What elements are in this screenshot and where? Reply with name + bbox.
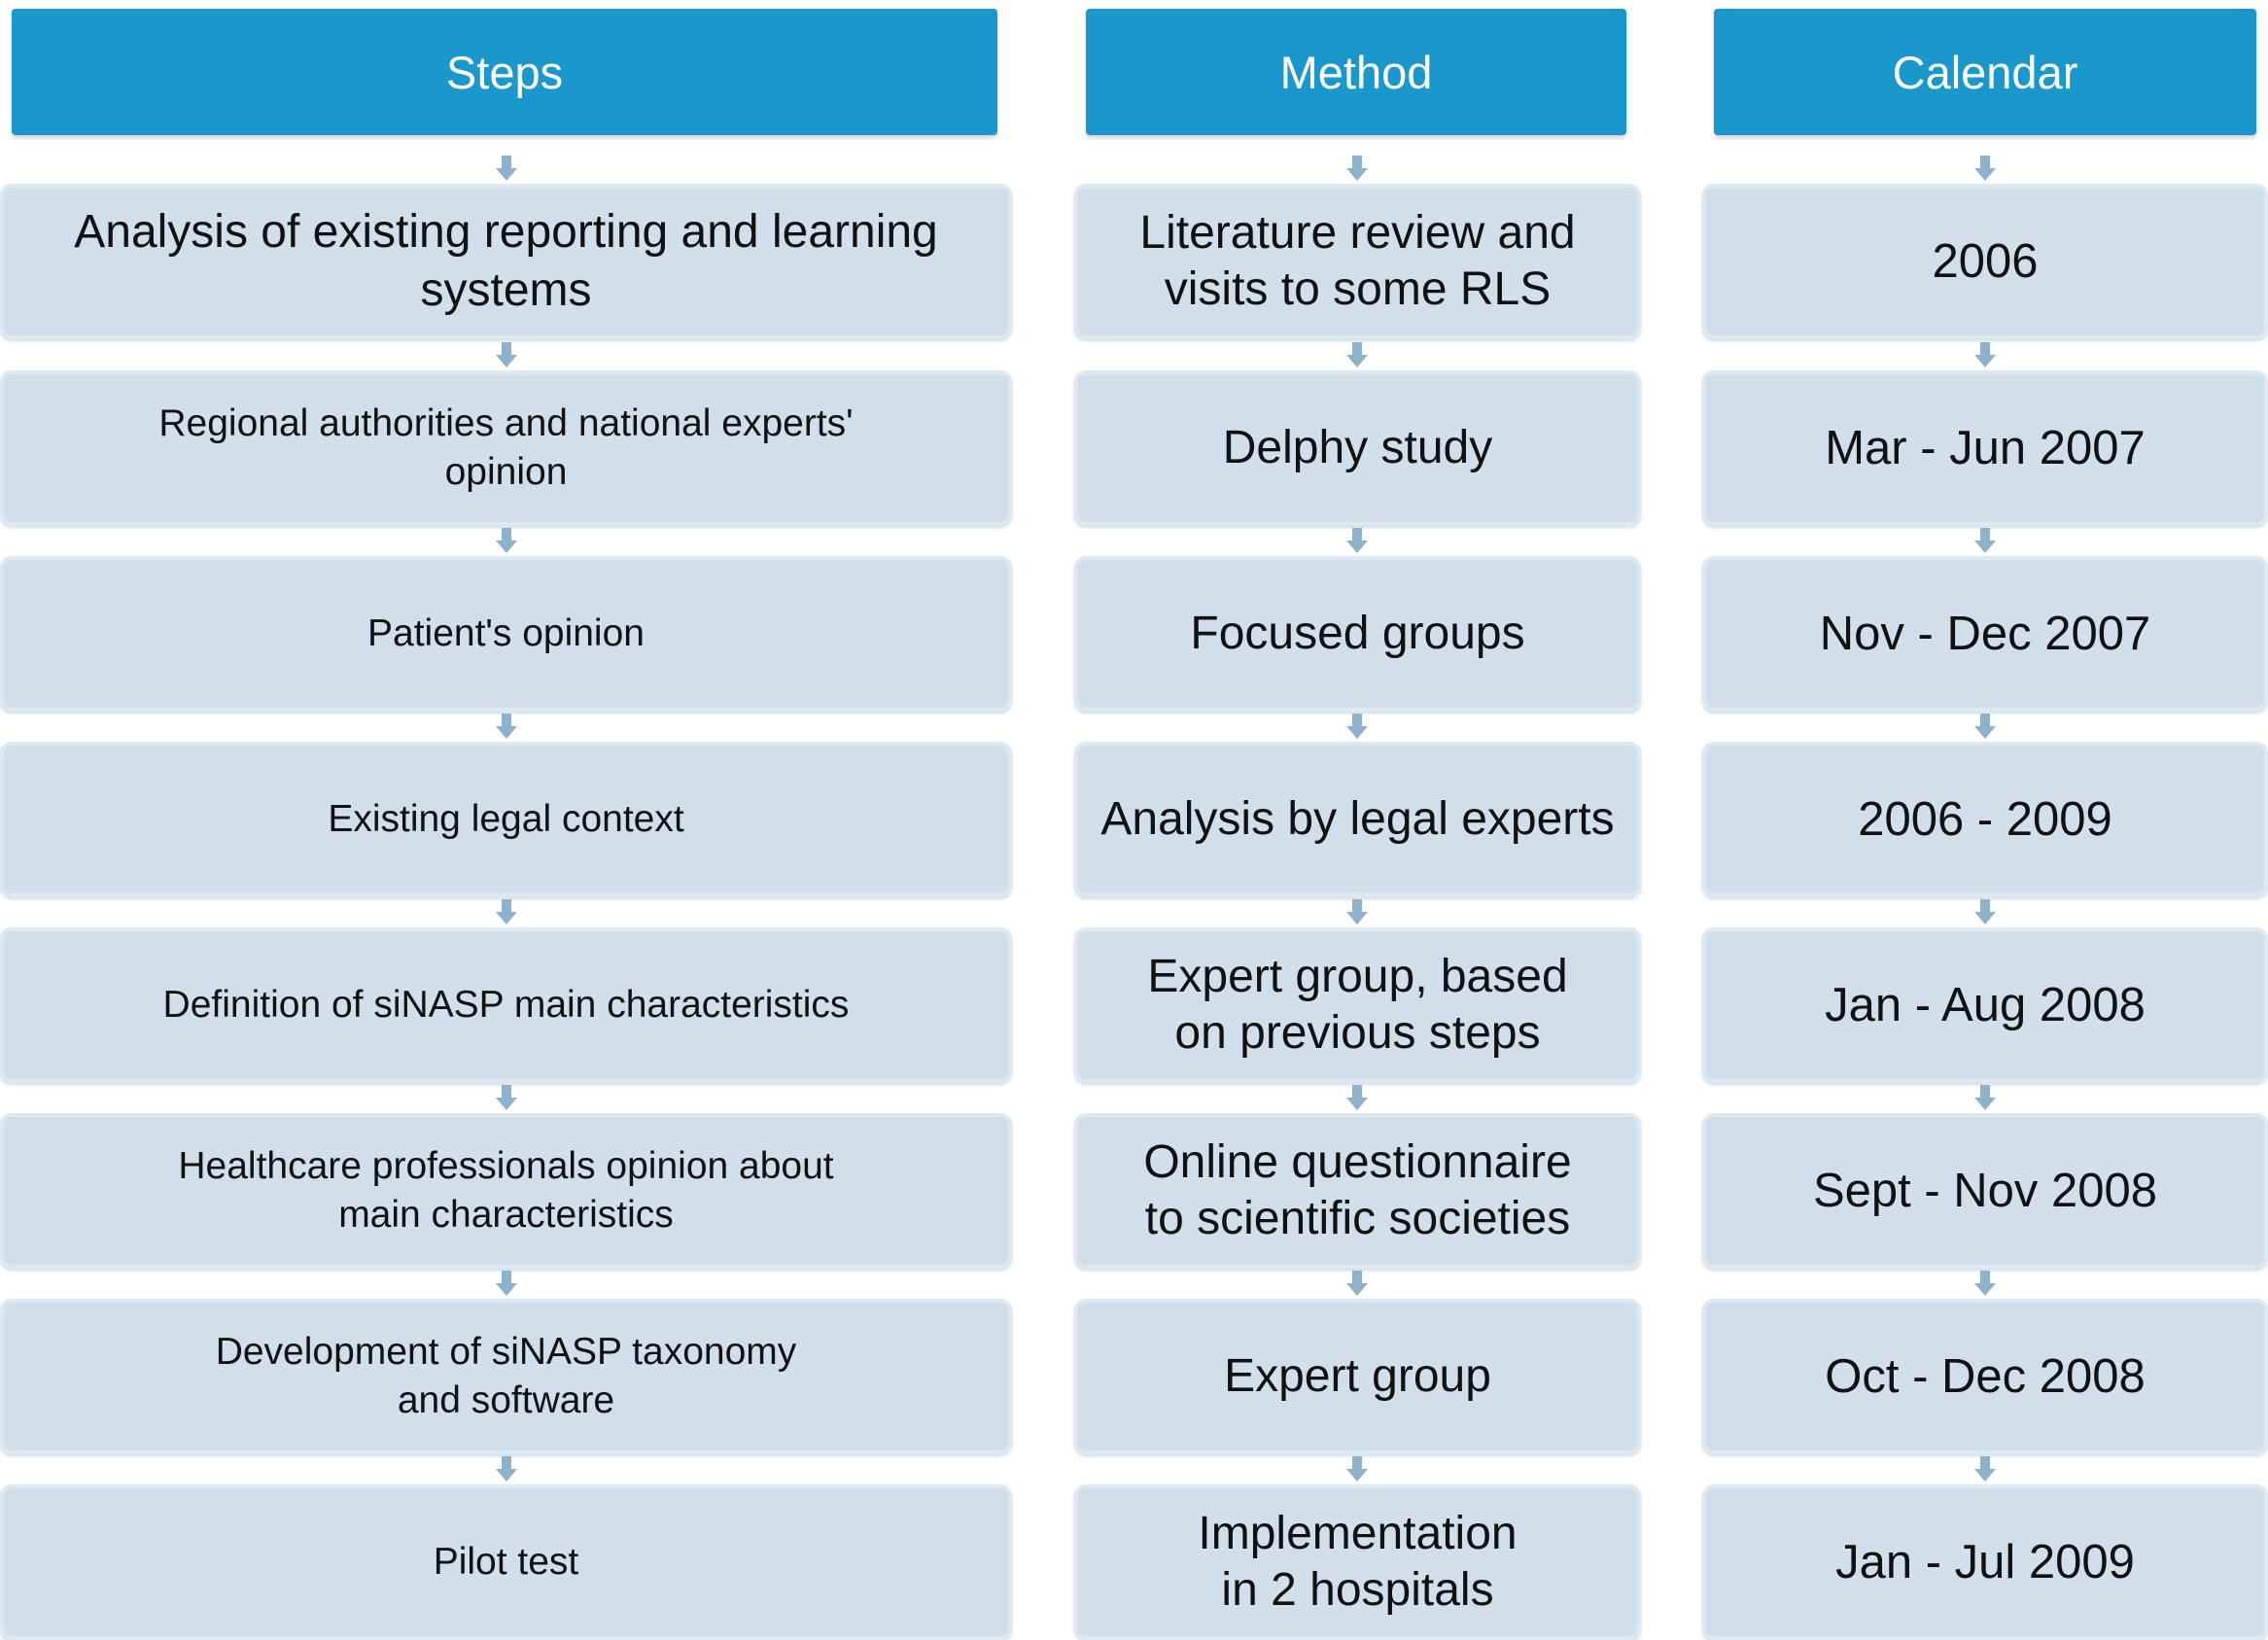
calendar-header: Calendar <box>1714 9 2256 135</box>
method-label: Focused groups <box>1190 608 1525 659</box>
down-arrow-icon <box>1974 1271 1996 1298</box>
down-arrow-icon <box>496 899 517 926</box>
method-box: Analysis by legal experts <box>1074 742 1641 897</box>
calendar-header-label: Calendar <box>1892 46 2078 98</box>
down-arrow-icon <box>1974 1456 1996 1483</box>
calendar-box: Mar - Jun 2007 <box>1702 370 2268 526</box>
down-arrow-icon <box>496 1271 517 1298</box>
step-box: Pilot test <box>0 1484 1012 1640</box>
step-label: Regional authorities and national expert… <box>158 402 854 493</box>
method-box: Delphy study <box>1074 370 1641 526</box>
calendar-label: Oct - Dec 2008 <box>1825 1350 2146 1403</box>
step-box: Definition of siNASP main characteristic… <box>0 927 1012 1083</box>
step-label: Analysis of existing reporting and learn… <box>74 206 938 316</box>
method-label: Online questionnaire to scientific socie… <box>1143 1136 1572 1244</box>
down-arrow-icon <box>496 156 517 183</box>
step-box: Development of siNASP taxonomy and softw… <box>0 1299 1012 1454</box>
down-arrow-icon <box>496 714 517 741</box>
steps-header-label: Steps <box>445 46 564 98</box>
step-label: Development of siNASP taxonomy and softw… <box>215 1331 797 1421</box>
calendar-label: 2006 <box>1932 235 2039 288</box>
calendar-label: 2006 - 2009 <box>1858 793 2112 846</box>
calendar-box: Oct - Dec 2008 <box>1702 1299 2268 1454</box>
method-box: Literature review and visits to some RLS <box>1074 184 1641 339</box>
down-arrow-icon <box>1346 342 1368 369</box>
method-label: Delphy study <box>1222 422 1493 473</box>
method-header-label: Method <box>1279 46 1433 98</box>
step-box: Analysis of existing reporting and learn… <box>0 184 1012 339</box>
method-box: Focused groups <box>1074 556 1641 712</box>
down-arrow-icon <box>1974 342 1996 369</box>
steps-header: Steps <box>12 9 997 135</box>
method-column: Method Literature review and visits to s… <box>1074 0 1641 1640</box>
method-label: Analysis by legal experts <box>1100 793 1615 845</box>
calendar-label: Sept - Nov 2008 <box>1812 1165 2158 1217</box>
step-label: Definition of siNASP main characteristic… <box>162 984 850 1026</box>
down-arrow-icon <box>496 342 517 369</box>
method-label: Implementation in 2 hospitals <box>1198 1508 1518 1616</box>
method-box: Expert group <box>1074 1299 1641 1454</box>
down-arrow-icon <box>1346 714 1368 741</box>
step-label: Pilot test <box>433 1541 579 1583</box>
calendar-label: Nov - Dec 2007 <box>1819 608 2151 660</box>
step-box: Existing legal context <box>0 742 1012 897</box>
down-arrow-icon <box>1346 1085 1368 1112</box>
down-arrow-icon <box>1346 1271 1368 1298</box>
calendar-box: 2006 - 2009 <box>1702 742 2268 897</box>
down-arrow-icon <box>1346 156 1368 183</box>
down-arrow-icon <box>496 528 517 555</box>
method-box: Implementation in 2 hospitals <box>1074 1484 1641 1640</box>
steps-column: Steps Analysis of existing reporting and… <box>0 0 1012 1640</box>
step-label: Existing legal context <box>328 798 684 840</box>
step-box: Patient's opinion <box>0 556 1012 712</box>
method-header: Method <box>1086 9 1626 135</box>
calendar-box: Jan - Jul 2009 <box>1702 1484 2268 1640</box>
calendar-label: Jan - Aug 2008 <box>1825 979 2146 1031</box>
down-arrow-icon <box>1346 1456 1368 1483</box>
calendar-column: Calendar 2006 Mar - Jun 2007 Nov - Dec 2… <box>1702 0 2268 1640</box>
step-label: Healthcare professionals opinion about m… <box>178 1145 834 1236</box>
step-label: Patient's opinion <box>367 612 645 654</box>
step-box: Regional authorities and national expert… <box>0 370 1012 526</box>
calendar-label: Mar - Jun 2007 <box>1825 422 2146 474</box>
down-arrow-icon <box>1974 714 1996 741</box>
calendar-box: Sept - Nov 2008 <box>1702 1113 2268 1269</box>
step-box: Healthcare professionals opinion about m… <box>0 1113 1012 1269</box>
down-arrow-icon <box>496 1456 517 1483</box>
calendar-box: Jan - Aug 2008 <box>1702 927 2268 1083</box>
down-arrow-icon <box>1346 899 1368 926</box>
method-box: Online questionnaire to scientific socie… <box>1074 1113 1641 1269</box>
down-arrow-icon <box>1974 1085 1996 1112</box>
method-label: Expert group, based on previous steps <box>1147 951 1568 1059</box>
down-arrow-icon <box>1974 528 1996 555</box>
method-label: Literature review and visits to some RLS <box>1139 207 1576 315</box>
down-arrow-icon <box>1974 156 1996 183</box>
method-box: Expert group, based on previous steps <box>1074 927 1641 1083</box>
calendar-box: 2006 <box>1702 184 2268 339</box>
down-arrow-icon <box>1346 528 1368 555</box>
down-arrow-icon <box>1974 899 1996 926</box>
calendar-box: Nov - Dec 2007 <box>1702 556 2268 712</box>
method-label: Expert group <box>1224 1350 1491 1402</box>
calendar-label: Jan - Jul 2009 <box>1835 1536 2135 1588</box>
down-arrow-icon <box>496 1085 517 1112</box>
